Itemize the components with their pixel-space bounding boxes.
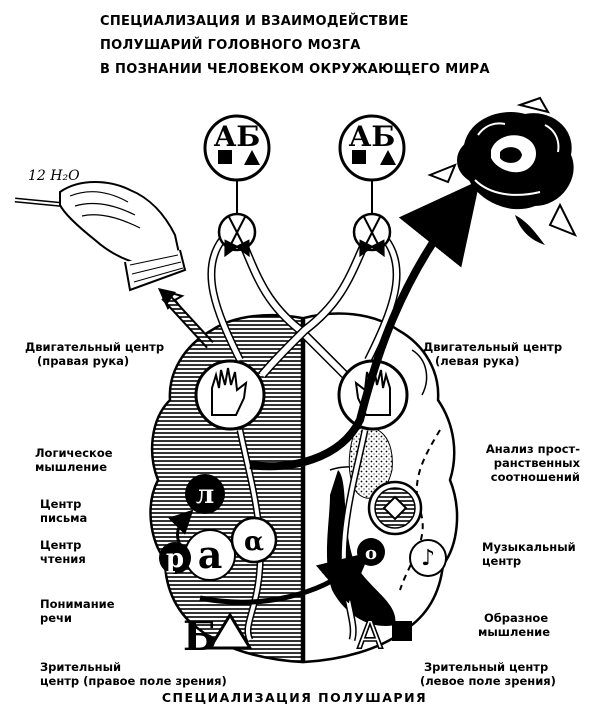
- label-imagery: Образное мышление: [478, 611, 550, 639]
- bottom-letter-a: А: [357, 613, 383, 657]
- label-spatial: Анализ прост- ранственных соотношений: [470, 442, 580, 484]
- letter-alpha: α: [244, 527, 264, 557]
- eye-right-letters: АБ: [349, 120, 396, 153]
- label-writing: Центр письма: [40, 497, 87, 525]
- hand-note: 12 H₂O: [28, 168, 80, 184]
- label-visual-left: Зрительный центр (правое поле зрения): [40, 660, 227, 688]
- footer-caption: СПЕЦИАЛИЗАЦИЯ ПОЛУШАРИЯ: [0, 690, 589, 705]
- label-music: Музыкальный центр: [482, 540, 576, 568]
- letter-o: о: [365, 543, 377, 564]
- letter-r: р: [166, 544, 184, 574]
- music-note-icon: ♪: [421, 545, 435, 571]
- label-motor-right-hand: Двигательный центр (правая рука): [25, 340, 164, 368]
- letter-a: а: [198, 532, 223, 577]
- label-logic: Логическое мышление: [35, 446, 113, 474]
- bottom-letter-b: Б: [183, 613, 217, 660]
- label-visual-right: Зрительный центр (левое поле зрения): [420, 660, 556, 688]
- label-motor-left-hand: Двигательный центр (левая рука): [423, 340, 562, 368]
- rose-icon: [430, 98, 575, 245]
- letter-l: л: [196, 480, 214, 510]
- label-reading: Центр чтения: [40, 538, 86, 566]
- eye-left-letters: АБ: [214, 120, 261, 153]
- label-speech: Понимание речи: [40, 597, 115, 625]
